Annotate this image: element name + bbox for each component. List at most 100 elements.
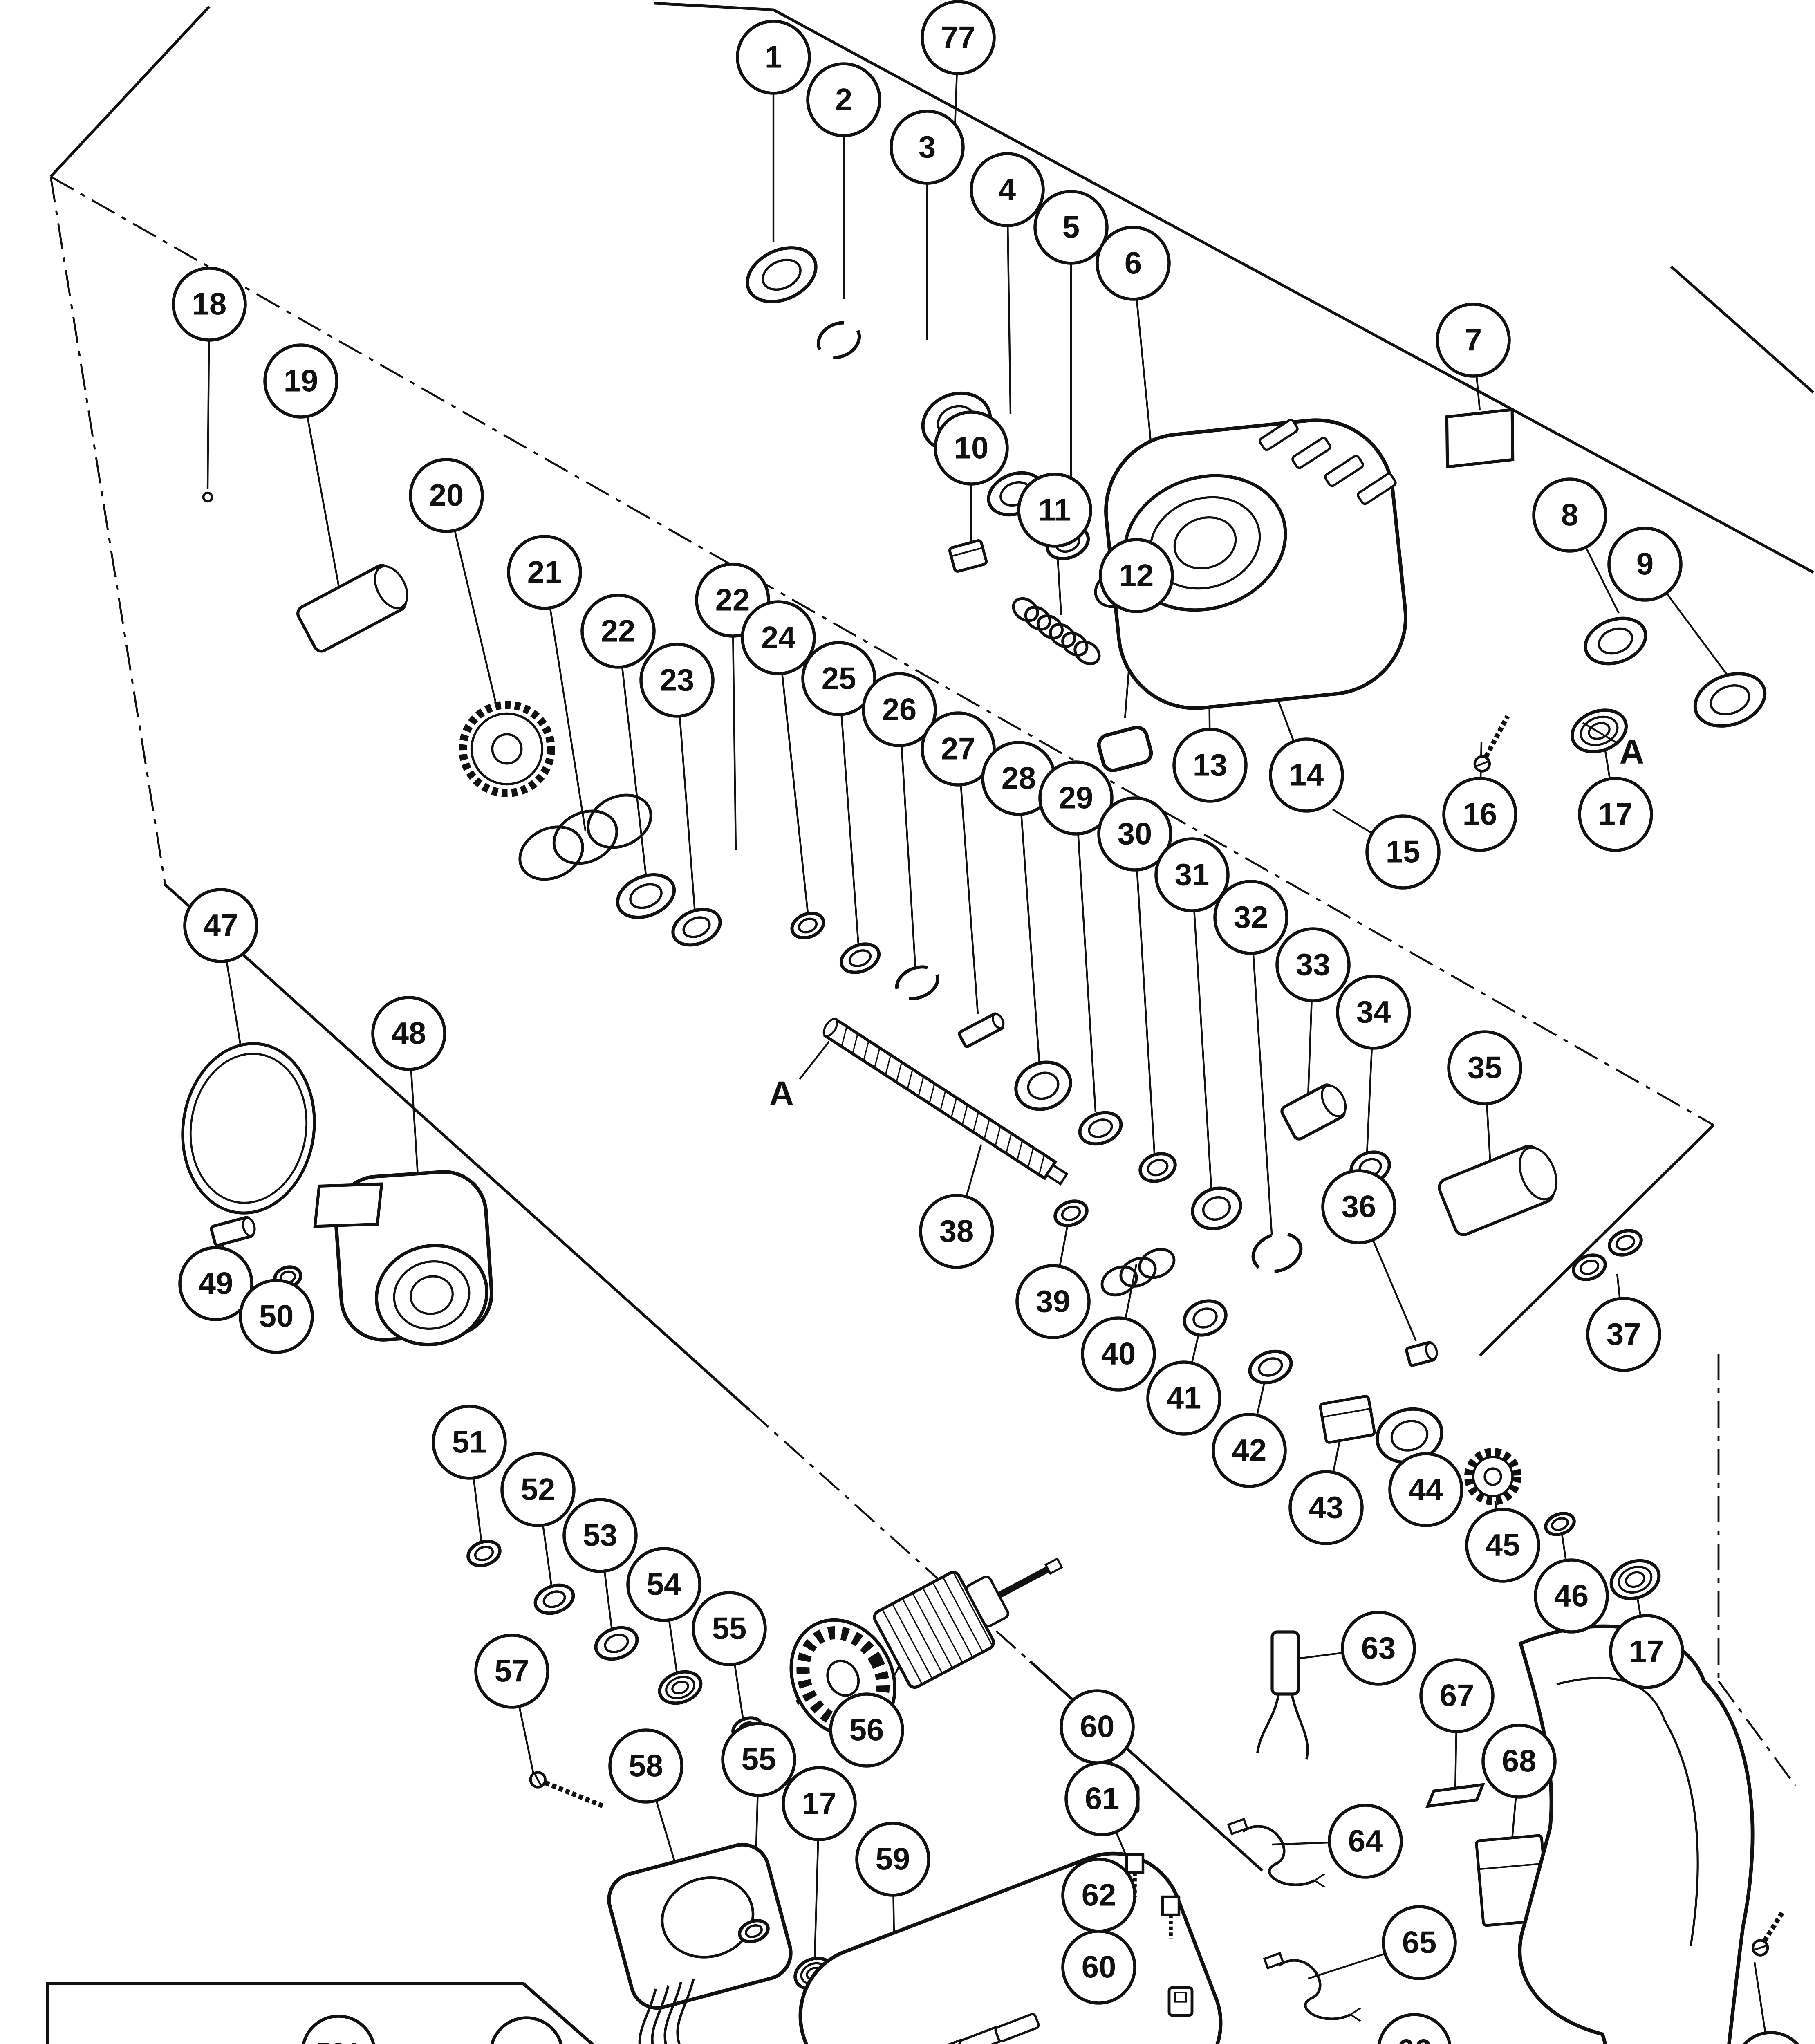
washer-ring xyxy=(533,1583,575,1615)
part-balloon-53: 53 xyxy=(562,1498,638,1573)
part-drawings xyxy=(181,246,1786,2044)
part-balloon-47: 47 xyxy=(183,888,258,963)
washer-ring xyxy=(1608,1229,1643,1257)
part-balloon-49: 49 xyxy=(178,1246,253,1321)
part-number: 47 xyxy=(204,908,238,943)
part-balloon-21: 21 xyxy=(507,535,582,610)
section-a-leader xyxy=(1582,722,1620,745)
part-balloon-1: 1 xyxy=(736,20,811,95)
part-balloon-13: 13 xyxy=(1172,728,1248,803)
part-number: 40 xyxy=(1101,1337,1136,1372)
part-balloon-24: 24 xyxy=(741,600,816,675)
part-number: 68 xyxy=(1502,1744,1537,1779)
part-balloon-39: 39 xyxy=(1015,1264,1091,1339)
part-balloon-22: 22 xyxy=(580,594,656,669)
frame-line xyxy=(748,1409,1031,1662)
bearing xyxy=(1609,1559,1661,1600)
frame-line xyxy=(1479,1124,1715,1357)
part-balloon-4: 4 xyxy=(970,152,1045,227)
part-balloon-504: 504 xyxy=(490,2016,563,2044)
part-number: 48 xyxy=(392,1016,426,1051)
leader-line xyxy=(1191,874,1213,1194)
capacitor xyxy=(1256,1630,1309,1760)
part-balloon-3: 3 xyxy=(890,110,965,185)
part-balloon-32: 32 xyxy=(1213,880,1288,955)
part-balloon-26: 26 xyxy=(862,672,937,747)
retaining-ring xyxy=(895,965,940,1000)
part-number: 25 xyxy=(822,661,856,696)
part-balloon-17: 17 xyxy=(782,1766,857,1841)
leader-line xyxy=(445,495,505,736)
part-balloon-76: 76 xyxy=(1742,2031,1799,2044)
bearing xyxy=(375,1244,488,1347)
part-balloon-35: 35 xyxy=(1447,1030,1522,1105)
part-number: 41 xyxy=(1167,1381,1201,1416)
frame-lines xyxy=(46,2,1815,2044)
lead-wire xyxy=(1263,1952,1361,2022)
part-number: 49 xyxy=(199,1266,233,1301)
part-number: 38 xyxy=(939,1214,974,1249)
part-balloon-54: 54 xyxy=(626,1547,701,1622)
cylinder-part xyxy=(210,1216,256,1247)
washer-ring xyxy=(839,942,881,974)
part-number: 12 xyxy=(1119,558,1154,593)
part-balloon-23: 23 xyxy=(639,643,715,718)
part-balloon-27: 27 xyxy=(921,711,996,787)
part-number: 62 xyxy=(1082,1878,1116,1913)
vent-slot xyxy=(1324,455,1364,487)
part-number: 6 xyxy=(1125,246,1142,281)
part-balloon-11: 11 xyxy=(1017,473,1092,548)
part-number: 9 xyxy=(1636,547,1654,582)
part-balloon-5: 5 xyxy=(1033,190,1109,265)
part-number: 44 xyxy=(1409,1472,1443,1507)
part-balloon-66: 66 xyxy=(1377,2013,1452,2044)
part-number: 56 xyxy=(849,1713,884,1748)
part-balloon-65: 65 xyxy=(1382,1905,1457,1980)
part-balloon-58: 58 xyxy=(608,1728,683,1804)
section-label-a: A xyxy=(769,1074,794,1113)
washer-ring xyxy=(1138,1152,1177,1183)
part-balloon-61: 61 xyxy=(1064,1761,1140,1836)
spring xyxy=(1012,597,1101,666)
frame-line xyxy=(49,176,166,885)
part-number: 17 xyxy=(802,1786,837,1821)
small-part-box xyxy=(948,539,988,573)
part-number: 7 xyxy=(1465,323,1482,358)
part-balloon-55: 55 xyxy=(692,1591,767,1666)
washer-ring xyxy=(790,912,825,939)
part-number: 34 xyxy=(1356,995,1391,1030)
part-balloon-16: 16 xyxy=(1442,777,1517,852)
vent-slot xyxy=(994,2013,1040,2042)
spring xyxy=(1100,1248,1176,1297)
section-label-a: A xyxy=(1620,733,1645,771)
part-balloon-67: 67 xyxy=(1419,1658,1495,1733)
stator xyxy=(607,1842,793,2044)
washer-ring xyxy=(1584,616,1647,666)
frame-line xyxy=(164,883,750,1411)
part-balloon-12: 12 xyxy=(1099,538,1174,613)
retaining-ring xyxy=(1251,1232,1303,1273)
retaining-ring xyxy=(816,321,861,359)
bearing xyxy=(658,1670,703,1705)
washer-ring xyxy=(1693,672,1767,728)
part-number: 65 xyxy=(1402,1925,1437,1960)
part-balloon-34: 34 xyxy=(1336,975,1411,1050)
small-part-box xyxy=(1319,1395,1376,1444)
part-number: 22 xyxy=(601,614,636,649)
part-number: 43 xyxy=(1309,1490,1344,1525)
part-number: 20 xyxy=(429,478,464,513)
part-balloon-30: 30 xyxy=(1097,796,1172,872)
part-number: 64 xyxy=(1348,1824,1383,1859)
part-number: 8 xyxy=(1561,498,1578,533)
drill-shaft xyxy=(822,1017,1069,1186)
part-number: 30 xyxy=(1118,817,1152,852)
part-balloon-41: 41 xyxy=(1146,1360,1221,1436)
part-number: 19 xyxy=(284,364,318,399)
part-number: 28 xyxy=(1002,761,1036,796)
part-number: 5 xyxy=(1062,210,1080,245)
plate xyxy=(1425,1783,1486,1808)
part-number: 17 xyxy=(1629,1634,1664,1669)
part-balloon-19: 19 xyxy=(263,343,338,419)
